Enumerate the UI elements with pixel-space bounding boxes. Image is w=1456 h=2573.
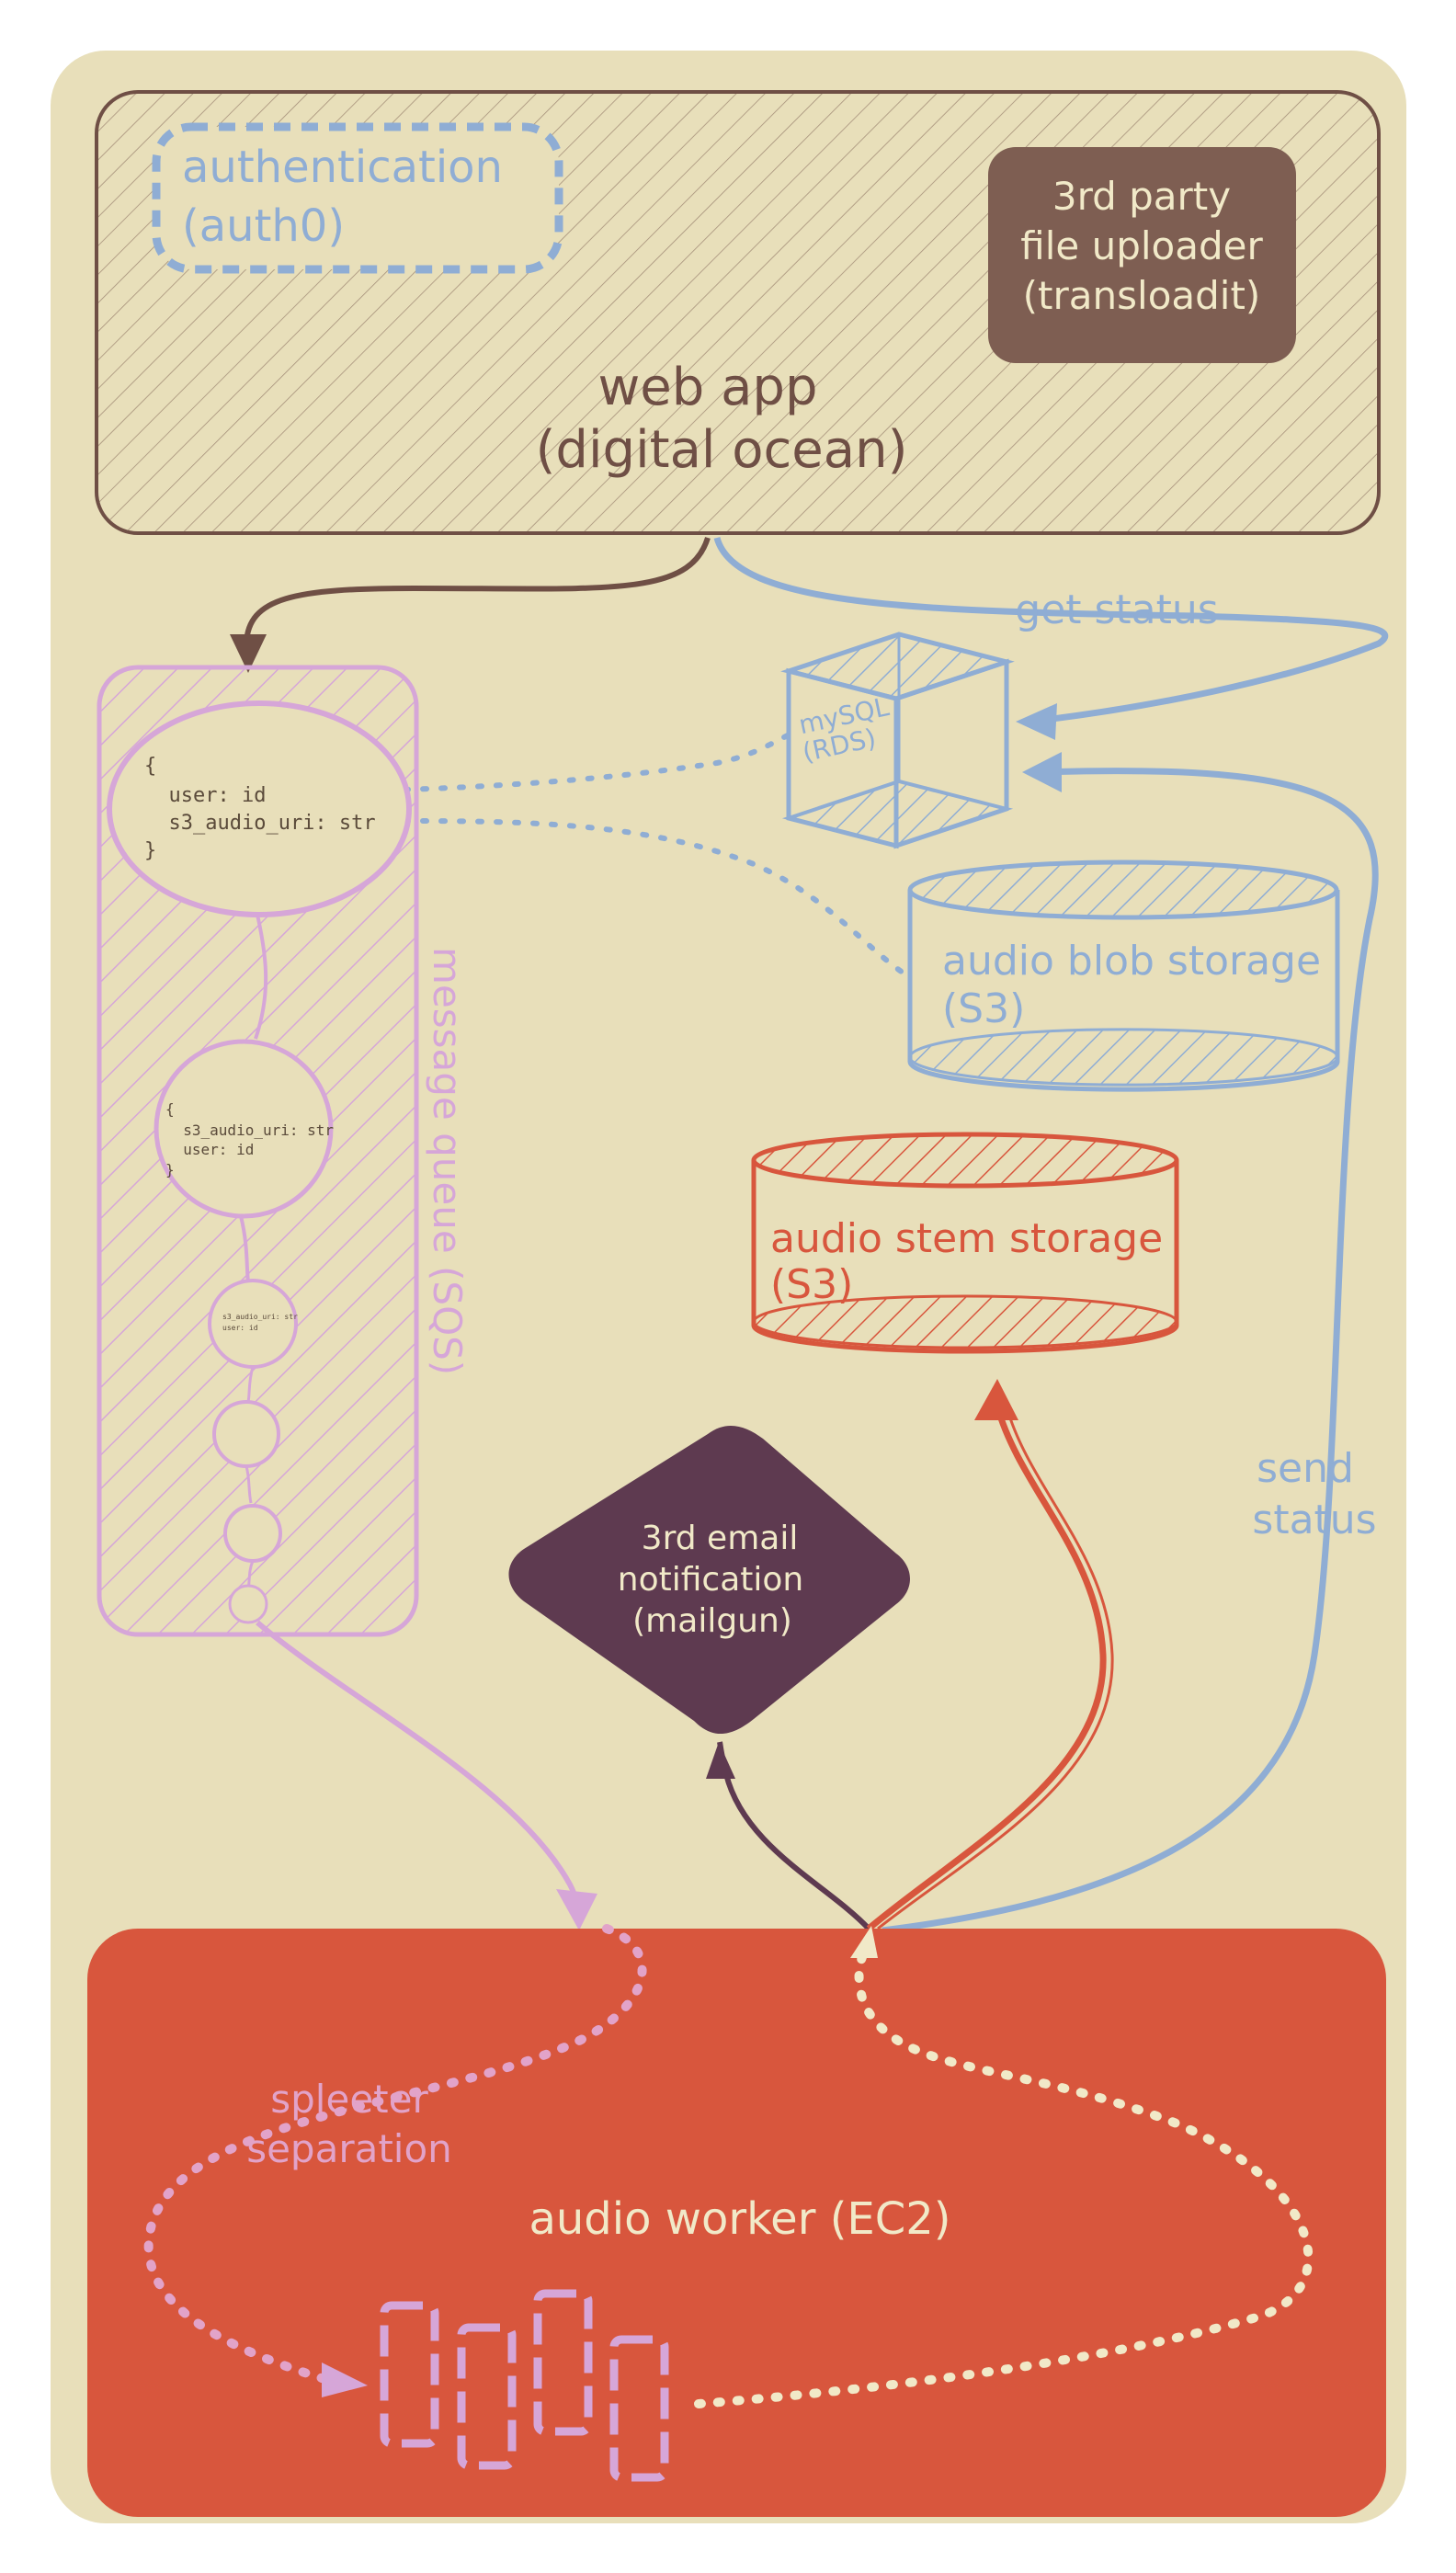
msg2-line2: s3_audio_uri: str bbox=[165, 1121, 334, 1139]
blob-storage-subtitle: (S3) bbox=[942, 985, 1025, 1032]
queue-label: message queue (SQS) bbox=[425, 947, 470, 1375]
spleeter-label-1: spleeter bbox=[270, 2077, 428, 2122]
worker-to-stem-arrow bbox=[866, 1406, 1107, 1931]
stem-1 bbox=[380, 2301, 439, 2448]
message-queue: message queue (SQS) { user: id s3_audio_… bbox=[97, 665, 470, 1637]
stem-2 bbox=[457, 2323, 517, 2470]
queue-message-6 bbox=[228, 1584, 268, 1624]
audio-stems bbox=[380, 2289, 669, 2482]
msg2-line3: user: id bbox=[165, 1141, 254, 1158]
worker-to-stem-arrowhead bbox=[974, 1379, 1018, 1420]
stem-storage-subtitle: (S3) bbox=[770, 1261, 853, 1308]
web-app-subtitle: (digital ocean) bbox=[536, 420, 908, 480]
uploader-line3: (transloadit) bbox=[1023, 273, 1261, 318]
get-status-arrow bbox=[713, 536, 1389, 725]
stem-3 bbox=[533, 2289, 593, 2436]
email-diamond: 3rd email notification (mailgun) bbox=[508, 1425, 910, 1735]
queue-to-worker-arrowhead bbox=[556, 1889, 597, 1930]
get-status-label: get status bbox=[1015, 586, 1218, 633]
stem-storage-title: audio stem storage bbox=[770, 1215, 1163, 1262]
webapp-to-queue-arrowhead bbox=[230, 634, 267, 673]
spleeter-label-2: separation bbox=[246, 2126, 452, 2171]
blob-storage-title: audio blob storage bbox=[942, 938, 1321, 985]
get-status-arrowhead bbox=[1016, 703, 1057, 740]
auth-title: authentication bbox=[182, 142, 503, 193]
msg1-line4: } bbox=[144, 839, 156, 862]
auth-box: authentication (auth0) bbox=[152, 122, 563, 274]
queue-message-1 bbox=[107, 700, 412, 917]
queue-message-5 bbox=[223, 1504, 282, 1563]
msg1-line3: s3_audio_uri: str bbox=[144, 812, 376, 835]
queue-message-4 bbox=[212, 1400, 280, 1468]
web-app-title: web app bbox=[597, 358, 817, 417]
send-status-arrow bbox=[882, 768, 1379, 1934]
email-line3: (mailgun) bbox=[632, 1602, 792, 1640]
auth-subtitle: (auth0) bbox=[182, 200, 345, 252]
msg3-line1: s3_audio_uri: str bbox=[222, 1313, 298, 1321]
worker-title: audio worker (EC2) bbox=[529, 2193, 950, 2245]
file-uploader-box: 3rd party file uploader (transloadit) bbox=[988, 147, 1296, 363]
uploader-line1: 3rd party bbox=[1052, 174, 1231, 219]
uploader-line2: file uploader bbox=[1020, 223, 1263, 268]
msg1-line2: user: id bbox=[144, 784, 266, 807]
blob-storage-cylinder: audio blob storage (S3) bbox=[907, 860, 1340, 1092]
msg2-line4: } bbox=[165, 1161, 175, 1178]
stem-4 bbox=[609, 2335, 669, 2482]
msg1-line1: { bbox=[144, 755, 156, 778]
msg2-line1: { bbox=[165, 1100, 175, 1118]
email-line1: 3rd email bbox=[642, 1520, 799, 1557]
send-status-label-1: send bbox=[1257, 1445, 1354, 1492]
msg3-line2: user: id bbox=[222, 1324, 258, 1332]
queue-message-2 bbox=[154, 1039, 334, 1219]
audio-worker-box: spleeter separation audio worker (EC2) bbox=[87, 1924, 1386, 2517]
msg-to-blob-dotted bbox=[383, 818, 908, 977]
loop-arrowhead bbox=[322, 2362, 368, 2397]
stem-storage-cylinder: audio stem storage (S3) bbox=[751, 1132, 1179, 1354]
msg-to-mysql-dotted bbox=[273, 728, 802, 795]
webapp-to-queue-arrow bbox=[244, 537, 711, 644]
send-status-label-2: status bbox=[1252, 1497, 1376, 1543]
send-status-arrowhead bbox=[1022, 752, 1062, 792]
worker-dotted-loop bbox=[143, 1924, 647, 2385]
email-line2: notification bbox=[618, 1561, 803, 1599]
worker-to-email-arrowhead bbox=[706, 1742, 735, 1779]
return-arrowhead bbox=[850, 1926, 878, 1958]
